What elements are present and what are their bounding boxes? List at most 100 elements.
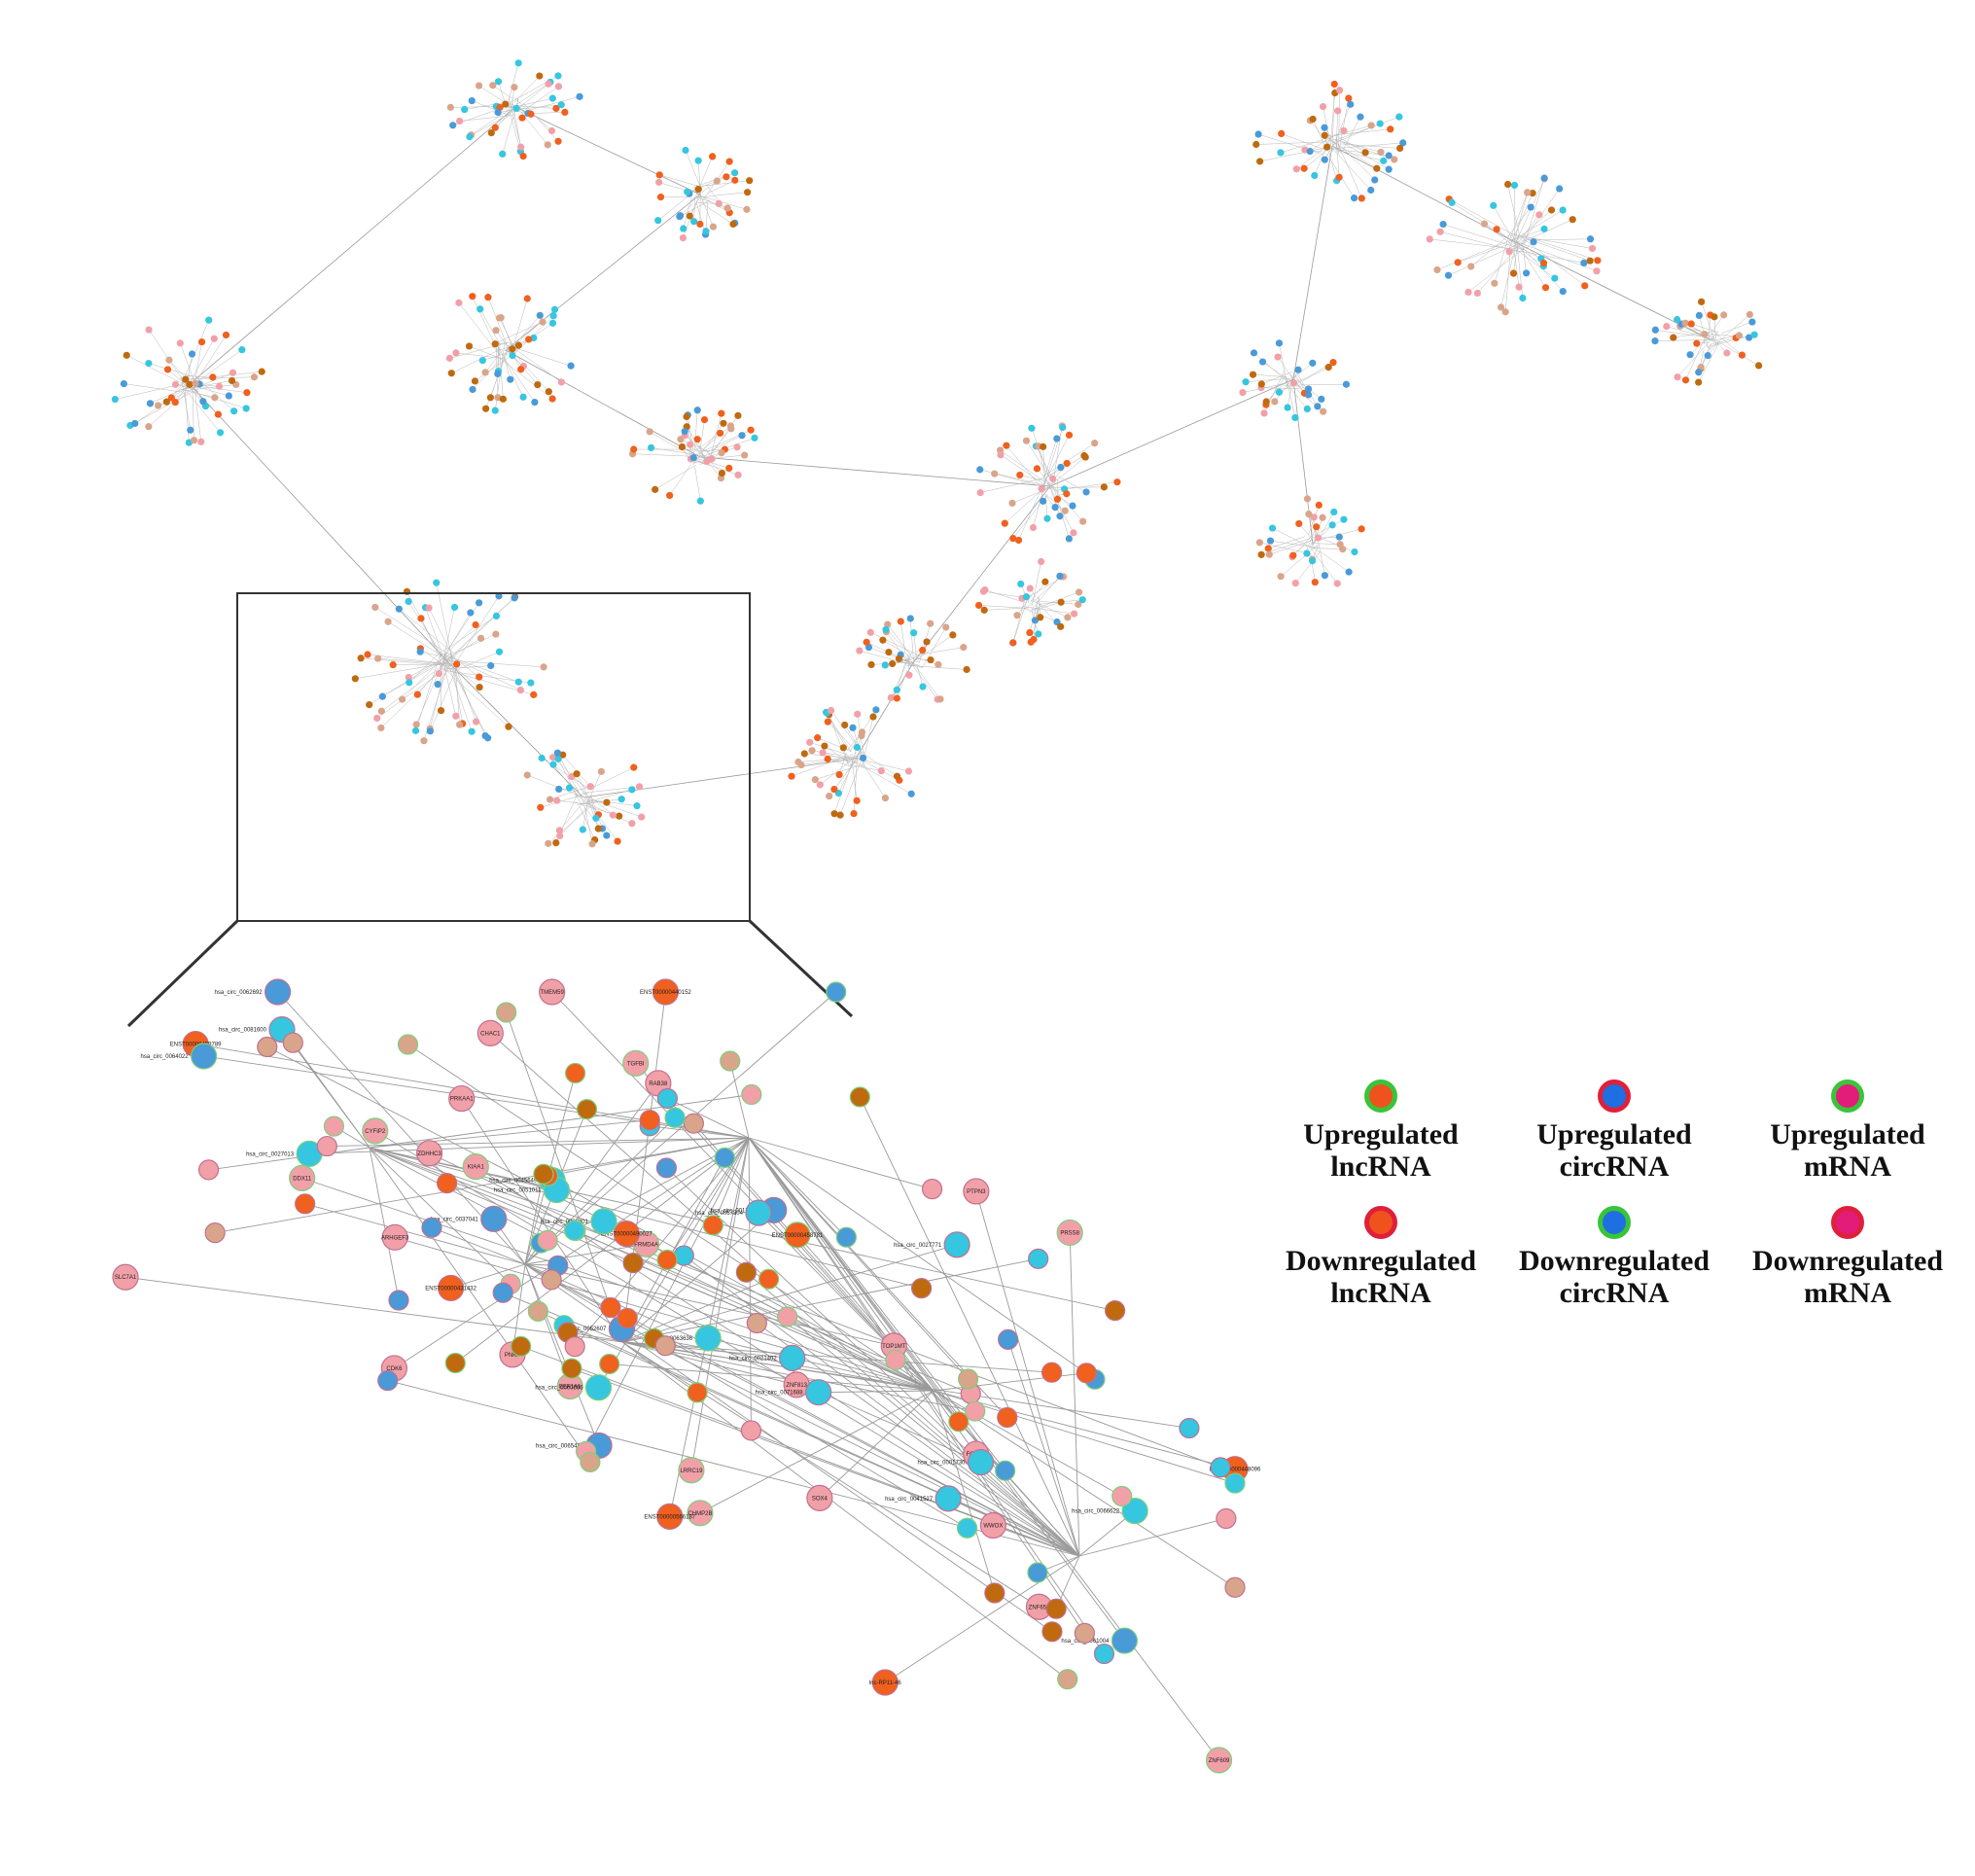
network-edge: [1286, 375, 1296, 418]
network-edge: [904, 655, 938, 700]
network-node: [1651, 337, 1659, 345]
network-node: [997, 451, 1005, 459]
network-node: [1040, 442, 1047, 450]
zoom-node: [421, 1217, 442, 1238]
zoom-node: [617, 1307, 638, 1329]
zoom-edge: [708, 1337, 935, 1392]
zoom-node-label: ENST00000431432: [425, 1286, 476, 1292]
zoom-node: [492, 1282, 513, 1303]
network-node: [456, 117, 464, 125]
network-node: [214, 410, 222, 418]
network-node: [1053, 435, 1061, 442]
zoom-node-circle: [678, 1457, 705, 1484]
network-node: [1515, 283, 1523, 291]
network-edge: [1524, 178, 1545, 245]
network-edge: [1338, 89, 1340, 152]
network-node: [1049, 475, 1057, 482]
network-node: [1257, 550, 1265, 558]
zoom-node-circle: [656, 1087, 679, 1110]
zoom-node: [282, 1032, 303, 1053]
network-node: [1580, 259, 1588, 267]
zoom-node: [1105, 1300, 1126, 1322]
zoom-node-circle: [805, 1379, 832, 1406]
network-node: [509, 351, 516, 360]
zoom-node-labeled: TMEM59: [539, 978, 566, 1006]
zoom-node-circle: [967, 1448, 995, 1476]
zoom-node-circle: [381, 1223, 408, 1251]
network-node: [1320, 407, 1327, 415]
network-edge: [897, 670, 907, 699]
network-node: [725, 464, 733, 473]
network-node: [1467, 263, 1475, 270]
zoom-node-circle: [191, 1043, 218, 1070]
network-edge: [699, 419, 705, 449]
zoom-node: [740, 1420, 762, 1441]
network-edge: [699, 195, 748, 210]
network-node: [1257, 380, 1265, 388]
network-node: [579, 826, 586, 833]
network-edge: [824, 745, 853, 765]
network-node: [487, 128, 495, 137]
network-node: [461, 105, 469, 114]
network-node: [1540, 174, 1548, 182]
network-node: [1057, 622, 1065, 630]
zoom-edge: [369, 1147, 971, 1395]
network-node: [552, 838, 560, 847]
network-edge: [123, 383, 183, 393]
network-node: [1319, 513, 1326, 521]
zoom-node: [1045, 1598, 1067, 1619]
zoom-edge: [524, 1263, 600, 1446]
network-edge: [1321, 512, 1334, 536]
network-node: [1041, 578, 1049, 585]
zoom-node-circle: [1041, 1621, 1063, 1643]
network-node: [927, 655, 935, 664]
network-edge: [914, 647, 964, 656]
network-edge: [498, 81, 510, 117]
network-node: [549, 312, 557, 320]
zoom-node-circle: [910, 1278, 933, 1299]
network-edge: [408, 651, 441, 683]
zoom-node-circle: [564, 1220, 585, 1241]
network-edge: [900, 620, 906, 653]
network-node: [1278, 129, 1286, 138]
network-node: [146, 400, 155, 407]
network-edge: [1016, 593, 1033, 616]
zoom-node: [995, 1460, 1016, 1481]
network-edge: [1030, 582, 1046, 603]
network-node: [717, 429, 724, 438]
network-node: [550, 305, 559, 313]
zoom-node-circle: [539, 978, 566, 1006]
network-node: [228, 376, 236, 385]
network-node: [1284, 404, 1291, 411]
network-node: [689, 454, 697, 462]
zoom-edge: [933, 1390, 1236, 1588]
network-node: [1319, 102, 1327, 111]
zoom-node: [639, 1110, 660, 1131]
network-node: [186, 380, 194, 388]
network-node: [1318, 395, 1325, 404]
zoom-node: [316, 1135, 337, 1157]
network-edge: [186, 384, 236, 391]
network-edge: [1516, 234, 1593, 249]
network-edge: [1513, 232, 1520, 274]
zoom-node: [998, 1328, 1019, 1350]
network-edge: [1337, 150, 1384, 161]
network-node: [351, 675, 359, 683]
network-edge: [1338, 143, 1375, 181]
network-edge: [1261, 387, 1300, 389]
zoom-node: [1041, 1621, 1063, 1643]
network-node: [1541, 284, 1550, 292]
network-node: [647, 443, 655, 451]
zoom-node-circle: [476, 1019, 504, 1046]
network-edge: [684, 431, 707, 464]
network-node: [1031, 617, 1040, 624]
zoom-node-label: ENST00000448096: [1210, 1468, 1261, 1473]
zoom-node-label: hsa_circ_0052607: [558, 1327, 607, 1332]
network-node: [1258, 358, 1267, 366]
network-edge: [420, 618, 439, 655]
network-node: [417, 615, 425, 622]
network-node: [1480, 220, 1489, 228]
network-edge: [377, 657, 448, 665]
network-node: [741, 451, 749, 459]
network-edge: [696, 439, 706, 463]
